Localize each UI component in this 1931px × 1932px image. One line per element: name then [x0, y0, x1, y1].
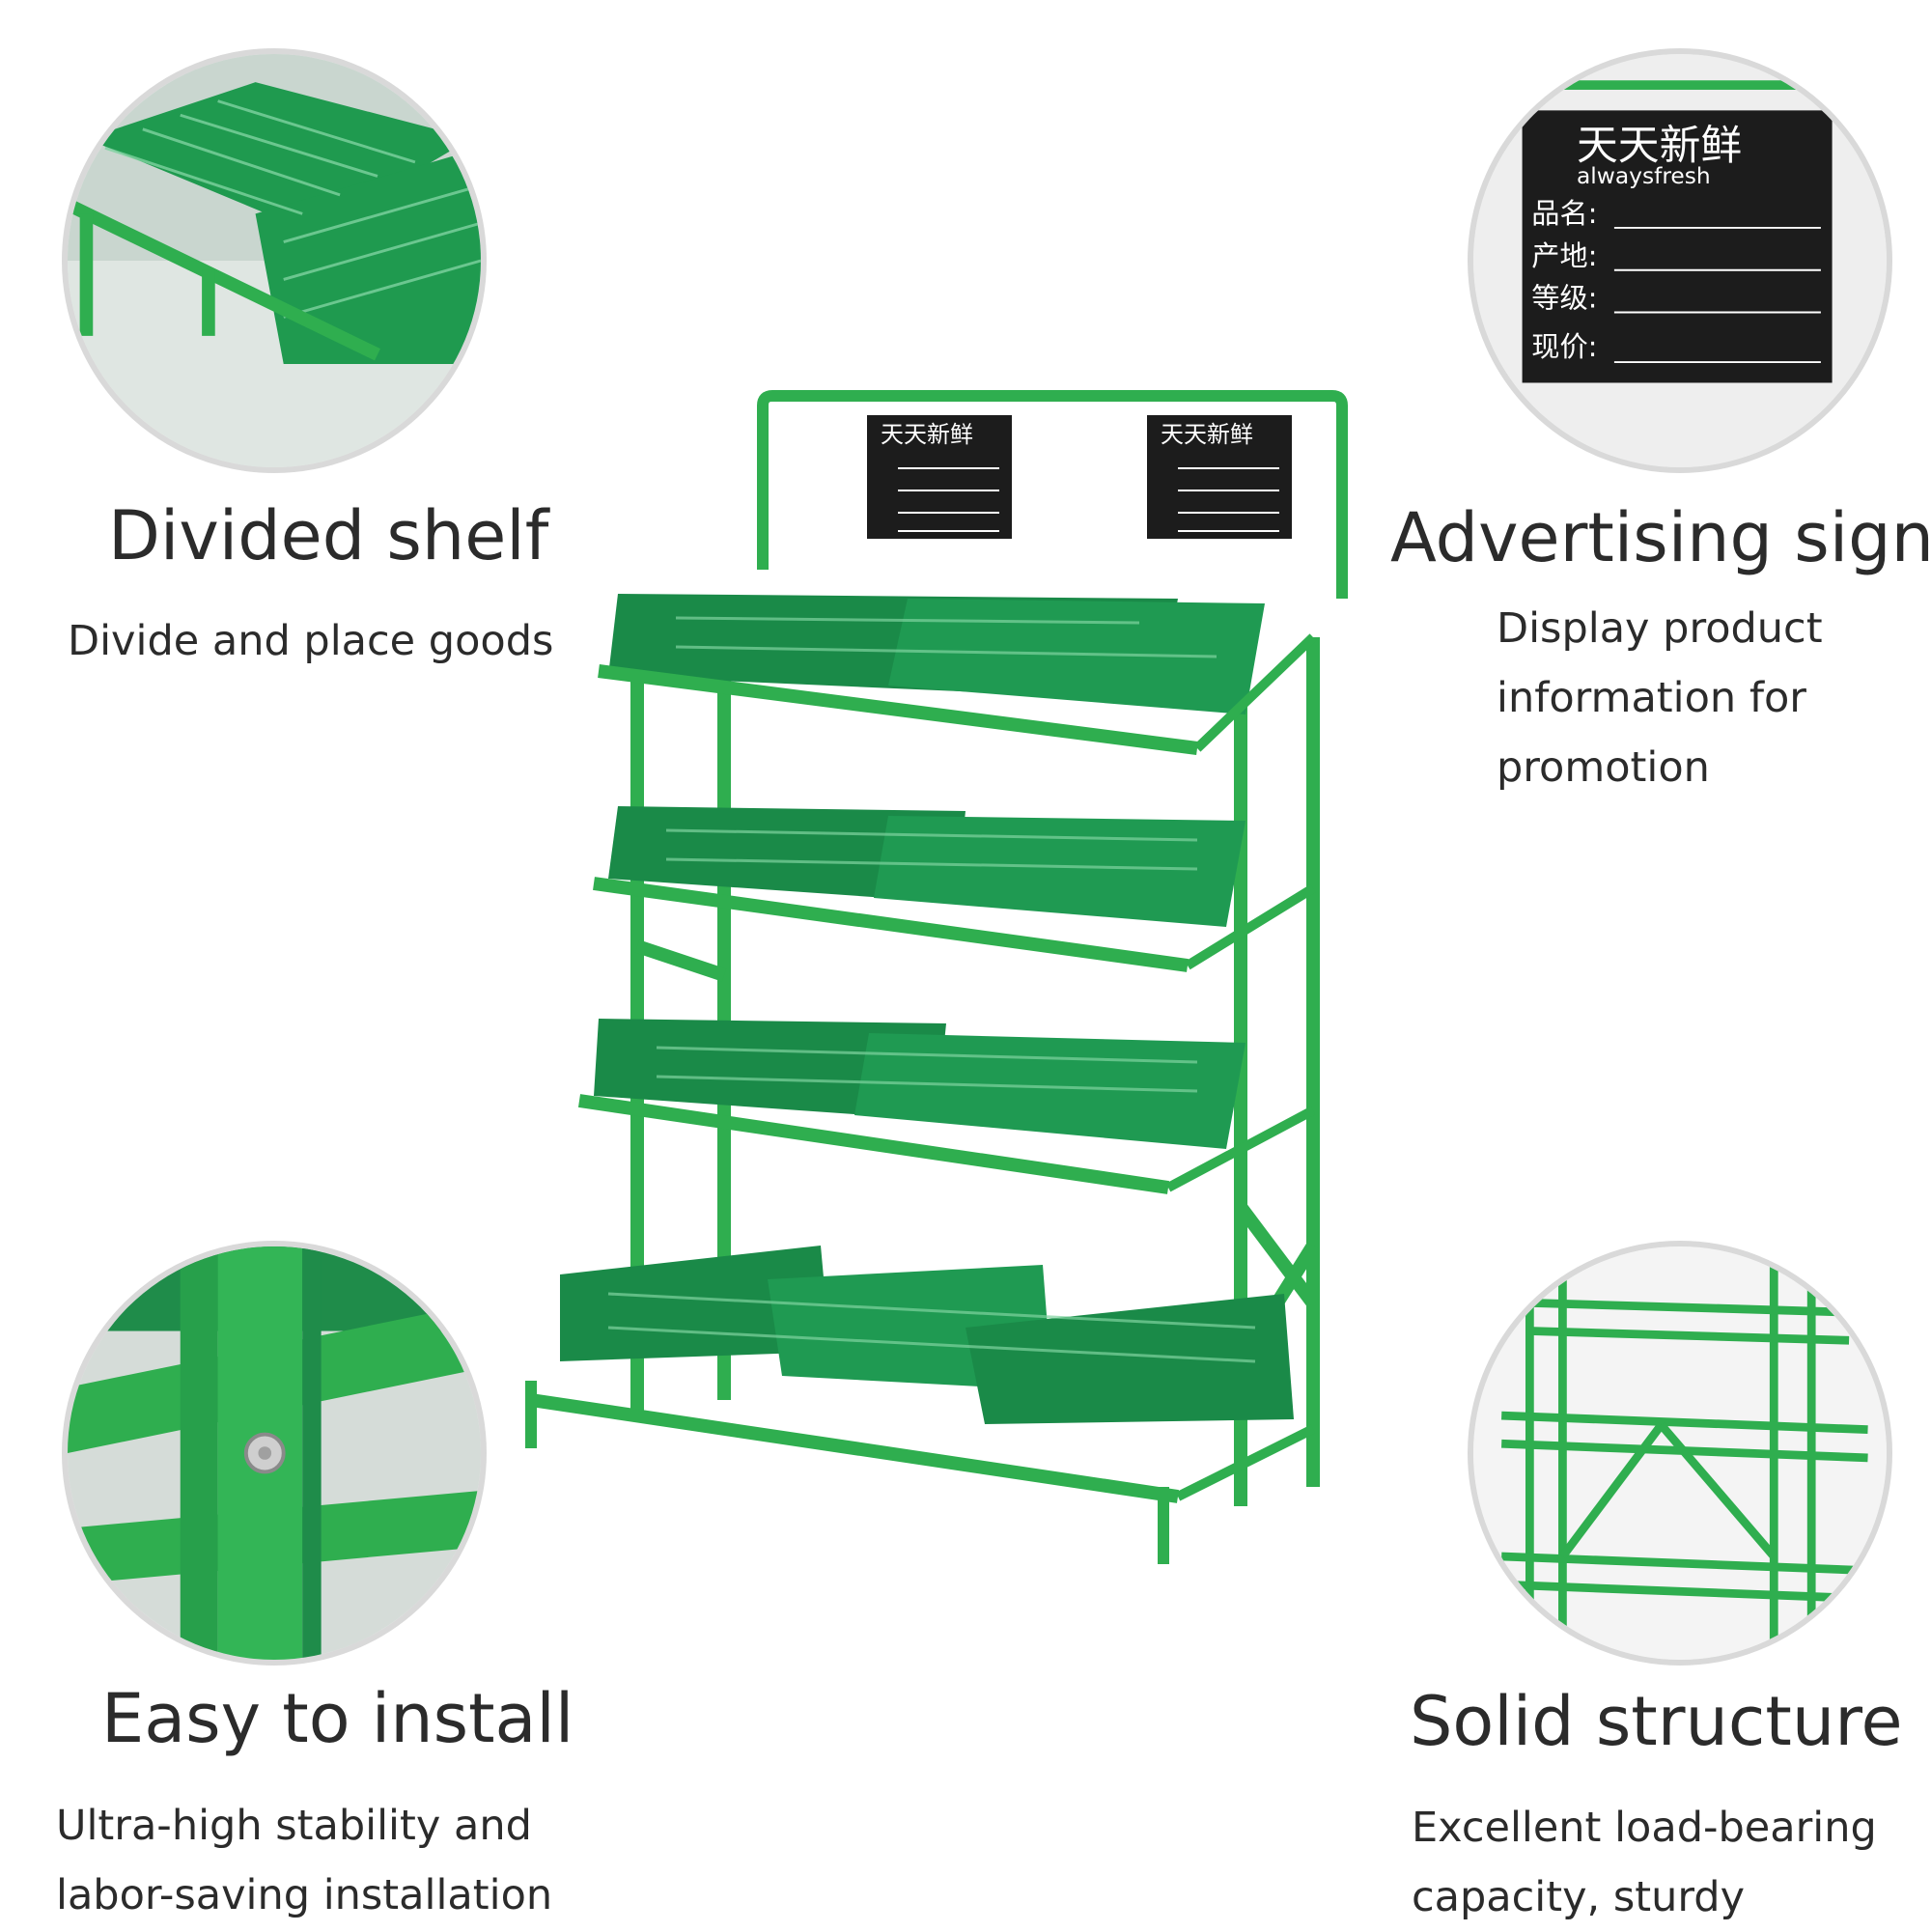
feature-desc-line: Ultra-high stability and	[56, 1802, 532, 1850]
rack-sign-right-brand: 天天新鲜	[1161, 421, 1253, 448]
sign-brand-text: 天天新鲜	[1577, 122, 1742, 170]
feature-title-divided-shelf: Divided shelf	[108, 496, 549, 575]
sign-field-2: 产地:	[1531, 239, 1597, 272]
rack-sign-left: 天天新鲜	[867, 415, 1012, 539]
rack-sign-left-brand: 天天新鲜	[881, 421, 973, 448]
sign-field-4: 现价:	[1531, 330, 1597, 363]
advertising-sign-detail-image: 天天新鲜 alwaysfresh 品名: 产地: 等级: 现价:	[1468, 48, 1892, 473]
sign-brand-en-text: alwaysfresh	[1577, 162, 1711, 189]
feature-desc-divided-shelf: Divide and place goods	[68, 606, 553, 676]
feature-desc-line: capacity, sturdy	[1412, 1873, 1746, 1921]
display-rack-product-image: 天天新鲜 天天新鲜	[502, 377, 1371, 1593]
rack-sign-right: 天天新鲜	[1147, 415, 1292, 539]
sign-field-1: 品名:	[1531, 197, 1597, 230]
feature-desc-line: promotion	[1497, 743, 1710, 792]
divided-shelf-detail-image	[62, 48, 487, 473]
shelf-3	[577, 1019, 1316, 1194]
feature-desc-easy-install: Ultra-high stability and labor-saving in…	[56, 1791, 635, 1930]
rack-shelves	[525, 594, 1317, 1564]
feature-title-easy-install: Easy to install	[101, 1679, 574, 1758]
feature-title-solid-structure: Solid structure	[1410, 1682, 1903, 1761]
easy-install-detail-image	[62, 1241, 487, 1666]
feature-desc-solid-structure: Excellent load-bearing capacity, sturdy	[1412, 1793, 1914, 1932]
feature-desc-line: labor-saving installation	[56, 1871, 553, 1919]
feature-desc-line: Divide and place goods	[68, 617, 554, 665]
feature-desc-advertising-sign: Display product information for promotio…	[1497, 594, 1902, 802]
solid-structure-detail-image	[1468, 1241, 1892, 1666]
feature-title-advertising-sign: Advertising sign	[1390, 498, 1931, 577]
shelf-4	[525, 1246, 1316, 1564]
feature-desc-line: Display product	[1497, 604, 1823, 653]
feature-desc-line: information for	[1497, 674, 1806, 722]
feature-desc-line: Excellent load-bearing	[1412, 1804, 1877, 1852]
sign-field-3: 等级:	[1531, 282, 1597, 315]
